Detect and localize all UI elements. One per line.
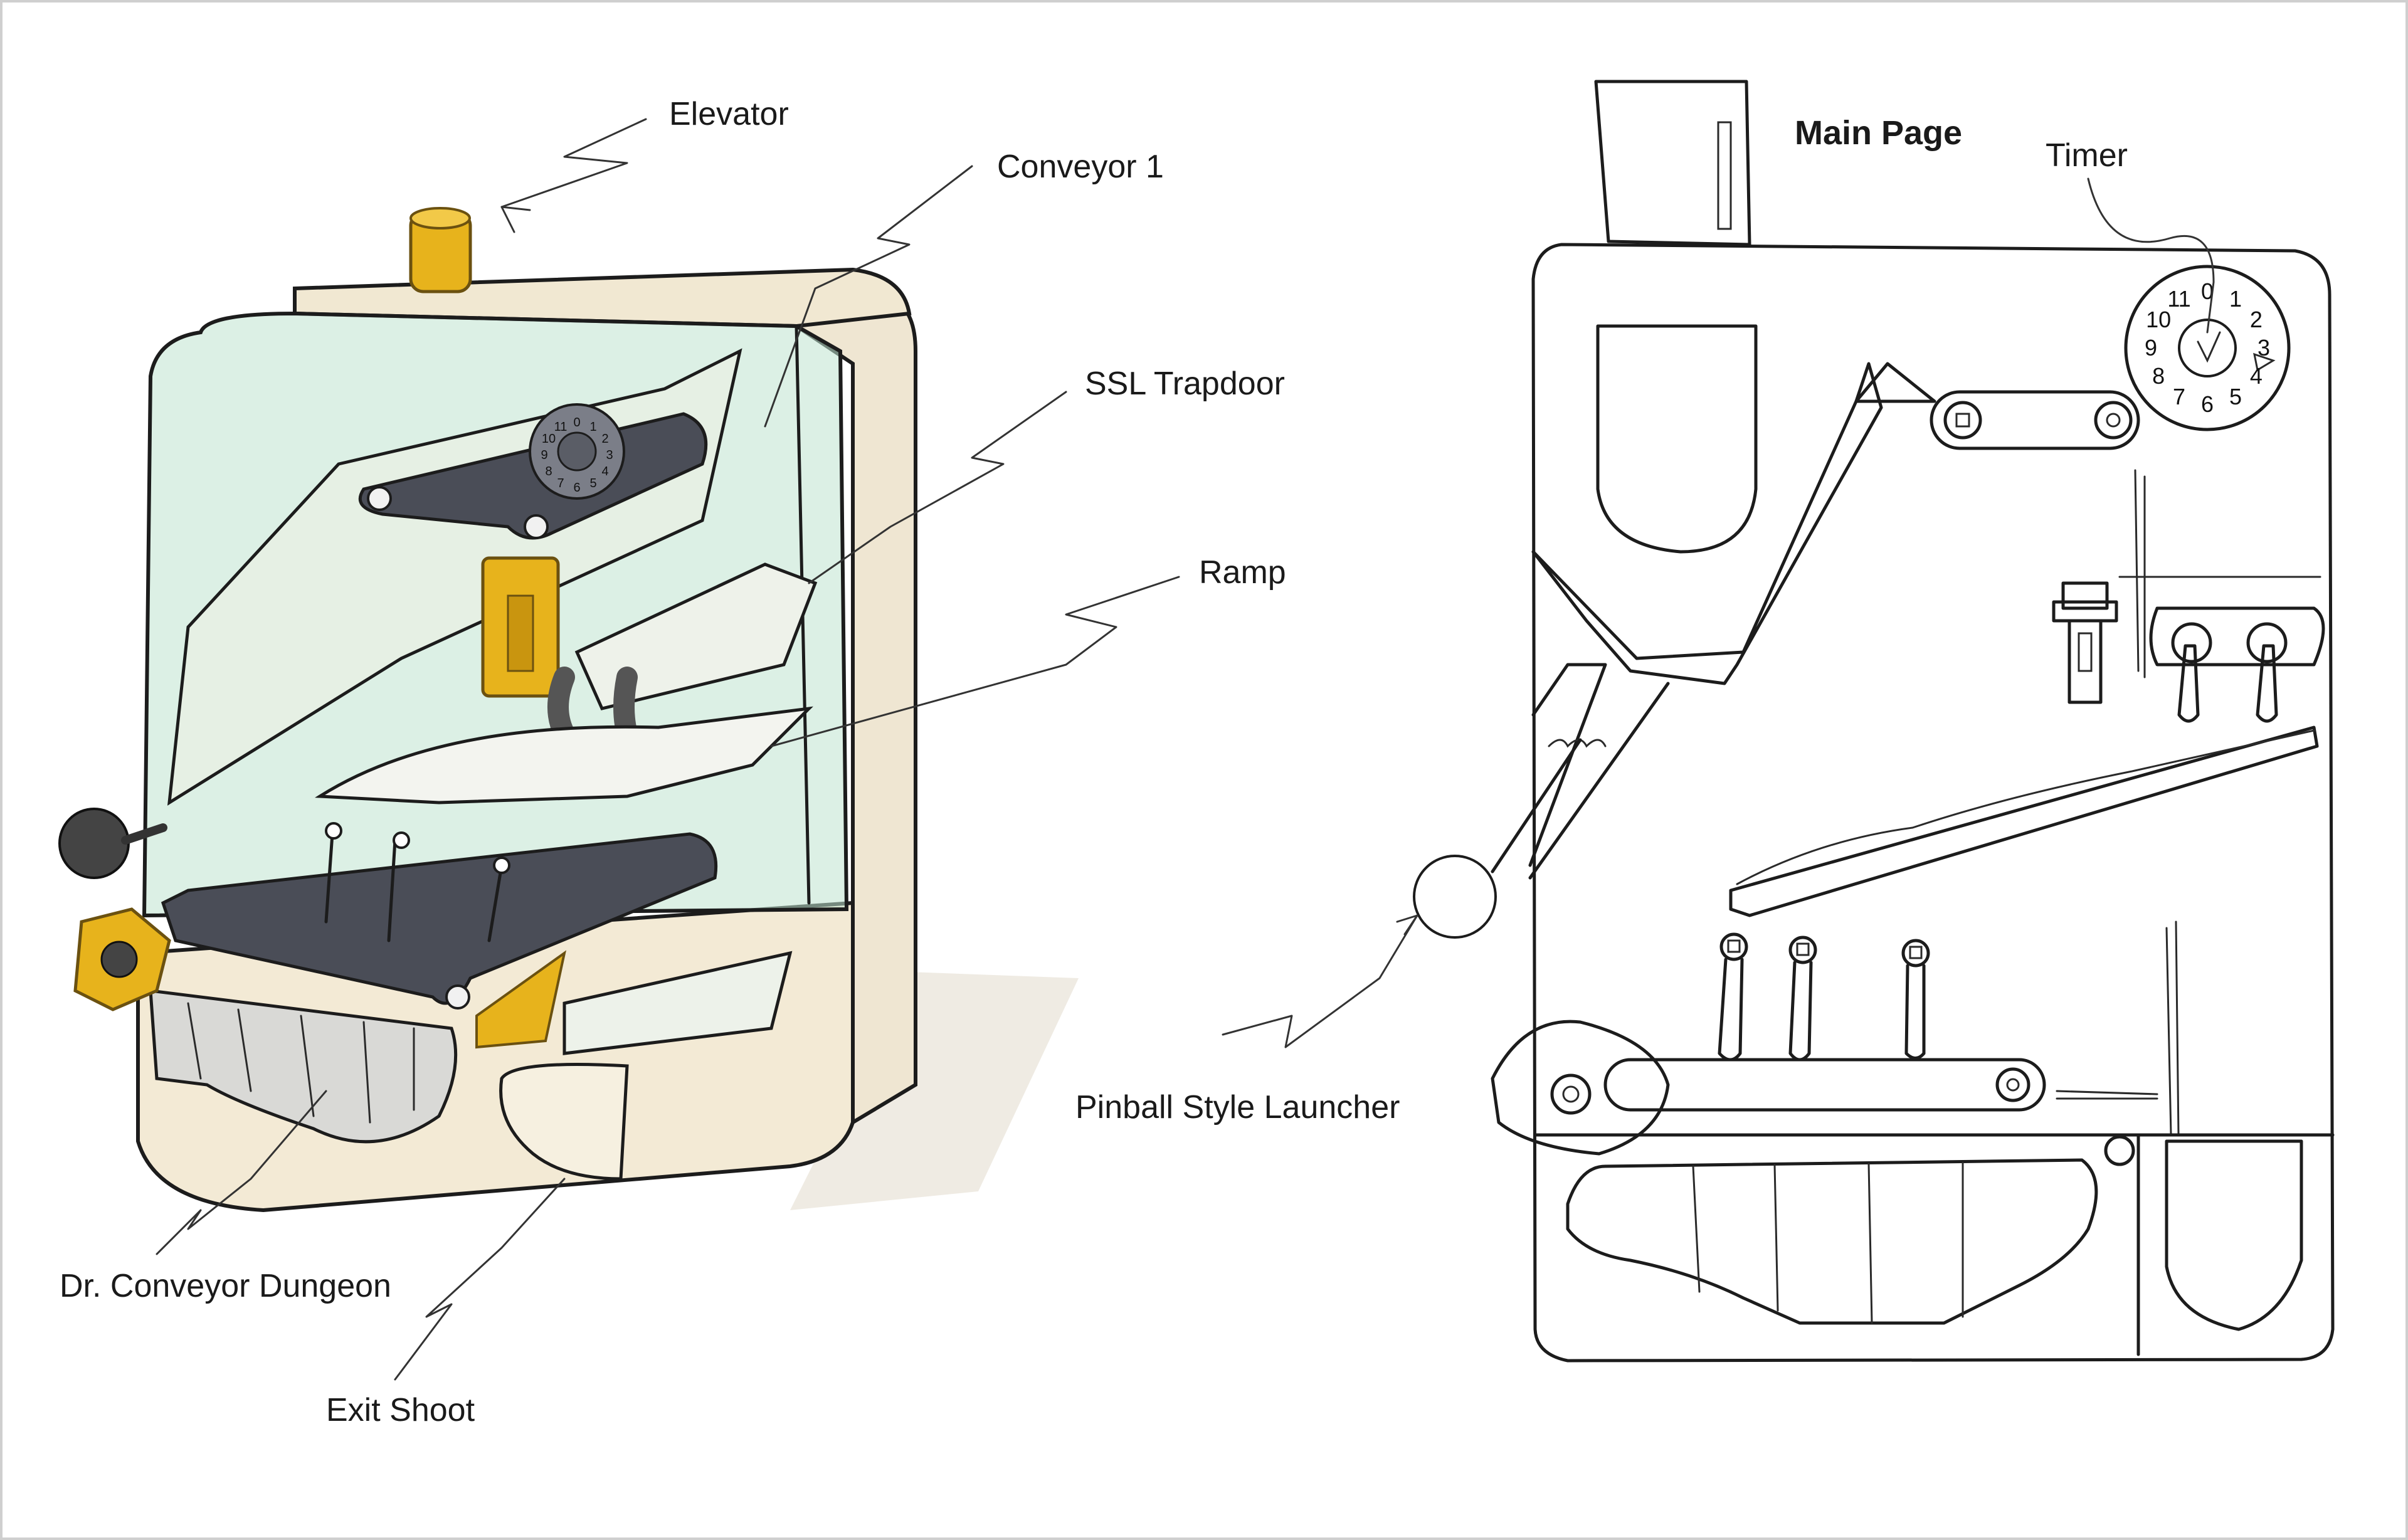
dungeon-window bbox=[149, 989, 458, 1144]
top-tab bbox=[1594, 80, 1751, 246]
timer-dial-number: 9 bbox=[2145, 335, 2157, 361]
machine-dial-number: 5 bbox=[589, 477, 596, 490]
lower-conveyor-belt bbox=[161, 832, 718, 1005]
ramp-leader bbox=[770, 576, 1180, 747]
label-exit-shoot: Exit Shoot bbox=[326, 1392, 475, 1428]
timer-dial-number: 6 bbox=[2201, 391, 2214, 417]
machine-dial-number: 8 bbox=[545, 465, 552, 478]
paddles-2d bbox=[1718, 932, 1930, 1062]
crank-2d bbox=[1491, 1020, 1670, 1156]
timer-leader bbox=[2087, 177, 2215, 334]
plunger-ball bbox=[1413, 855, 1497, 939]
label-pinball-style-launcher: Pinball Style Launcher bbox=[1075, 1089, 1400, 1126]
machine-dial-number: 11 bbox=[554, 420, 568, 434]
machine-dial-number: 4 bbox=[601, 465, 608, 478]
exit-shoot-bin-2d bbox=[2165, 1139, 2303, 1331]
right-post bbox=[2165, 920, 2180, 1136]
machine-ramp bbox=[315, 706, 813, 804]
flipper-right bbox=[613, 667, 638, 744]
flipper-left-2d bbox=[2177, 644, 2200, 723]
exit-shoot-window bbox=[499, 1063, 629, 1181]
machine-dial-number: 0 bbox=[573, 416, 580, 430]
main-board bbox=[1531, 243, 2335, 1363]
label-main-page: Main Page bbox=[1795, 114, 1963, 152]
flipper-right-2d bbox=[2256, 644, 2278, 723]
elevator-leader bbox=[500, 118, 647, 208]
label-dr-conveyor-dungeon: Dr. Conveyor Dungeon bbox=[60, 1268, 391, 1304]
machine-dial-number: 10 bbox=[542, 432, 556, 446]
ramp-2d bbox=[1729, 725, 2319, 917]
timer-dial-number: 4 bbox=[2250, 363, 2263, 389]
timer-dial-number: 2 bbox=[2250, 307, 2263, 332]
yellow-guide-strip bbox=[475, 950, 567, 1049]
timer-dial-number: 10 bbox=[2146, 307, 2171, 332]
flipper-left bbox=[547, 667, 575, 744]
timer-dial-number: 5 bbox=[2229, 384, 2242, 409]
plunger-rod bbox=[1491, 738, 1582, 873]
timer-dial-number: 1 bbox=[2229, 286, 2242, 312]
timer-dial-number: 11 bbox=[2167, 286, 2190, 312]
machine-dial-number: 3 bbox=[606, 448, 613, 462]
exit-rod bbox=[2056, 1090, 2158, 1095]
label-timer: Timer bbox=[2046, 137, 2128, 174]
machine-dial-number: 1 bbox=[589, 420, 596, 434]
left-leader-lines bbox=[156, 118, 1180, 1381]
timer-pointer bbox=[2253, 352, 2276, 372]
launcher-leader bbox=[1222, 914, 1418, 1048]
trapdoor-latch bbox=[2052, 581, 2118, 704]
label-ramp: Ramp bbox=[1199, 554, 1286, 591]
machine-dial-number: 6 bbox=[573, 481, 580, 495]
timer-dial-number: 3 bbox=[2258, 335, 2270, 361]
conveyor-paddles bbox=[324, 832, 504, 942]
machine-dial-number: 2 bbox=[601, 432, 608, 446]
label-elevator: Elevator bbox=[669, 96, 789, 132]
ssl-trapdoor-leader bbox=[808, 391, 1067, 584]
upper-left-bin bbox=[1596, 324, 1758, 554]
triangle-deflector bbox=[1854, 362, 1936, 403]
floor-shadow bbox=[790, 972, 1079, 1210]
lower-conveyor-2d bbox=[1603, 1058, 2046, 1112]
label-conveyor-1: Conveyor 1 bbox=[997, 149, 1164, 185]
launcher-ball bbox=[58, 808, 130, 879]
conveyor-1-leader bbox=[764, 165, 973, 428]
timer-dial-number: 0 bbox=[2201, 278, 2214, 304]
label-ssl-trapdoor: SSL Trapdoor bbox=[1085, 366, 1285, 402]
machine-dial-number: 9 bbox=[541, 448, 547, 462]
machine-dial-number: 7 bbox=[557, 477, 564, 490]
launcher-chute bbox=[1531, 362, 1883, 685]
lower-bin bbox=[562, 951, 793, 1055]
top-conveyor bbox=[1930, 390, 2140, 450]
timer-dial-number: 7 bbox=[2173, 384, 2185, 409]
dungeon-2d bbox=[1566, 1158, 2098, 1325]
timer-dial-number: 8 bbox=[2152, 363, 2165, 389]
dungeon-leader bbox=[156, 1090, 327, 1255]
flipper-housing bbox=[2149, 606, 2325, 667]
exit-shoot-leader bbox=[394, 1178, 566, 1381]
